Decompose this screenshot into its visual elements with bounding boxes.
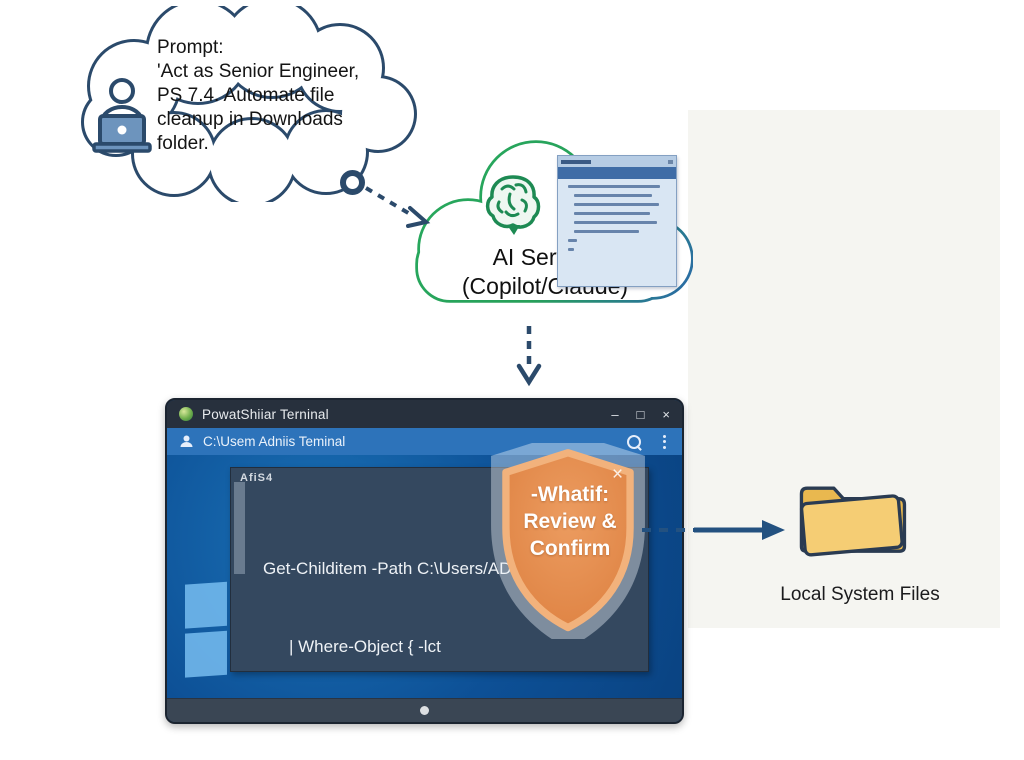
prompt-title: Prompt: (157, 37, 224, 58)
minimize-button[interactable]: – (611, 406, 619, 422)
prompt-line: folder. (157, 133, 209, 154)
snippet-code-line (574, 221, 657, 224)
shield-line: -Whatif: (530, 483, 610, 506)
code-line: Get-Childitem -Path C:\Users/ADom (263, 559, 536, 578)
snippet-titlebar (558, 156, 676, 167)
snippet-code-line (574, 212, 650, 215)
kebab-menu-icon[interactable] (663, 434, 666, 449)
home-button[interactable] (420, 706, 429, 715)
shield-message: -Whatif: Review & Confirm (497, 481, 643, 562)
snippet-code-line (568, 248, 574, 251)
arrow-terminal-to-files (642, 520, 785, 540)
scrollbar[interactable] (234, 482, 245, 574)
tab-user-icon (180, 435, 193, 447)
thought-bubble-tail (340, 170, 365, 195)
terminal-tab[interactable]: C:\Usem Adniis Teminal (203, 434, 346, 449)
snippet-code-line (574, 194, 652, 197)
snippet-code-line (574, 230, 639, 233)
terminal-tabbar: C:\Usem Adniis Teminal (167, 428, 682, 455)
ai-code-snippet-window (557, 155, 677, 287)
whatif-shield[interactable] (486, 443, 650, 639)
maximize-button[interactable]: □ (636, 406, 645, 422)
shield-line: Confirm (529, 537, 611, 560)
folder-icon (799, 486, 907, 557)
shield-line: Review & (523, 510, 617, 533)
terminal-title: PowatShiiar Terninal (202, 406, 329, 422)
snippet-code-line (568, 185, 661, 188)
snippet-code-line (574, 203, 659, 206)
brain-icon (485, 175, 541, 235)
prompt-line: cleanup in Downloads (157, 109, 343, 130)
shield-close-icon[interactable]: × (612, 464, 624, 485)
snippet-toolbar (558, 167, 676, 179)
powershell-app-icon (179, 407, 193, 421)
terminal-titlebar: PowatShiiar Terninal – □ × (167, 400, 682, 428)
windows-logo-icon (185, 581, 233, 680)
device-footer-bar (167, 698, 682, 722)
shield-body (502, 449, 634, 632)
code-line: | Where-Object { -lct (289, 637, 441, 656)
prompt-line: 'Act as Senior Engineer, (157, 61, 360, 82)
search-icon[interactable] (627, 434, 641, 449)
prompt-text: Prompt: 'Act as Senior Engineer, PS 7.4.… (157, 36, 407, 156)
snippet-code-line (568, 239, 578, 242)
prompt-line: PS 7.4. Automate file (157, 85, 335, 106)
arrow-prompt-to-ai (364, 186, 431, 228)
close-button[interactable]: × (662, 406, 670, 422)
arrow-ai-to-terminal (516, 326, 542, 387)
folder-label: Local System Files (780, 584, 940, 605)
code-panel-header: AfiS4 (240, 472, 274, 484)
person-laptop-icon (92, 78, 152, 153)
